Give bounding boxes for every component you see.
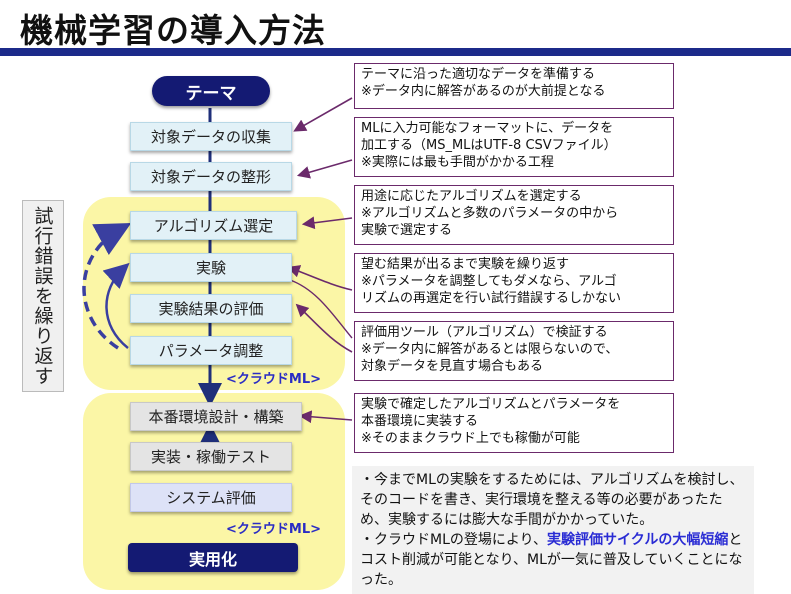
step-shape: 対象データの整形 [130,162,292,191]
cloud-label-1: <クラウドML> [226,372,322,387]
summary-panel: ・今までMLの実験をするためには、アルゴリズムを検討し、そのコードを書き、実行環… [352,466,754,594]
callout-shape [296,159,353,179]
callout-experiment-2 [289,279,353,339]
cloud-label-2: <クラウドML> [226,522,322,537]
step-theme: テーマ [152,76,270,106]
step-collect: 対象データの収集 [130,122,292,151]
note-algorithm: 用途に応じたアルゴリズムを選定する ※アルゴリズムと多数のパラメータの中から 実… [354,185,674,245]
summary-paragraph-2: ・クラウドMLの登場により、実験評価サイクルの大幅短縮とコスト削減が可能となり、… [360,532,743,588]
step-tune: パラメータ調整 [130,336,292,365]
step-design: 本番環境設計・構築 [130,402,302,431]
tune-loop-arrow [102,262,130,349]
callout-experiment [286,265,353,291]
summary-highlight: 実験評価サイクルの大幅短縮 [547,532,729,548]
trial-loop-arrow [82,223,132,350]
callout-design [298,410,353,424]
note-evaluate: 評価用ツール（アルゴリズム）で検証する ※データ内に解答があるとは限らないので、… [354,321,674,381]
note-shape: MLに入力可能なフォーマットに、データを 加工する（MS_MLはUTF-8 CS… [354,117,674,177]
callout-collect [293,97,353,132]
callout-evaluate [295,303,353,353]
note-collect: テーマに沿った適切なデータを準備する ※データ内に解答があるのが大前提となる [354,63,674,109]
step-algorithm: アルゴリズム選定 [130,211,297,240]
step-implement: 実装・稼働テスト [130,442,292,471]
note-design: 実験で確定したアルゴリズムとパラメータを 本番環境に実装する ※そのままクラウド… [354,393,674,453]
page-title: 機械学習の導入方法 [20,11,326,50]
callout-algorithm [301,216,353,230]
side-label: 試行錯誤を繰り返す [22,200,64,392]
step-production: 実用化 [128,543,298,572]
step-system-eval: システム評価 [130,483,292,512]
summary-paragraph-1: ・今までMLの実験をするためには、アルゴリズムを検討し、そのコードを書き、実行環… [360,472,744,528]
step-experiment: 実験 [130,253,292,282]
title-bar [0,48,791,56]
note-experiment: 望む結果が出るまで実験を繰り返す ※パラメータを調整してもダメなら、アルゴ リズ… [354,253,674,313]
step-evaluate: 実験結果の評価 [130,294,292,323]
